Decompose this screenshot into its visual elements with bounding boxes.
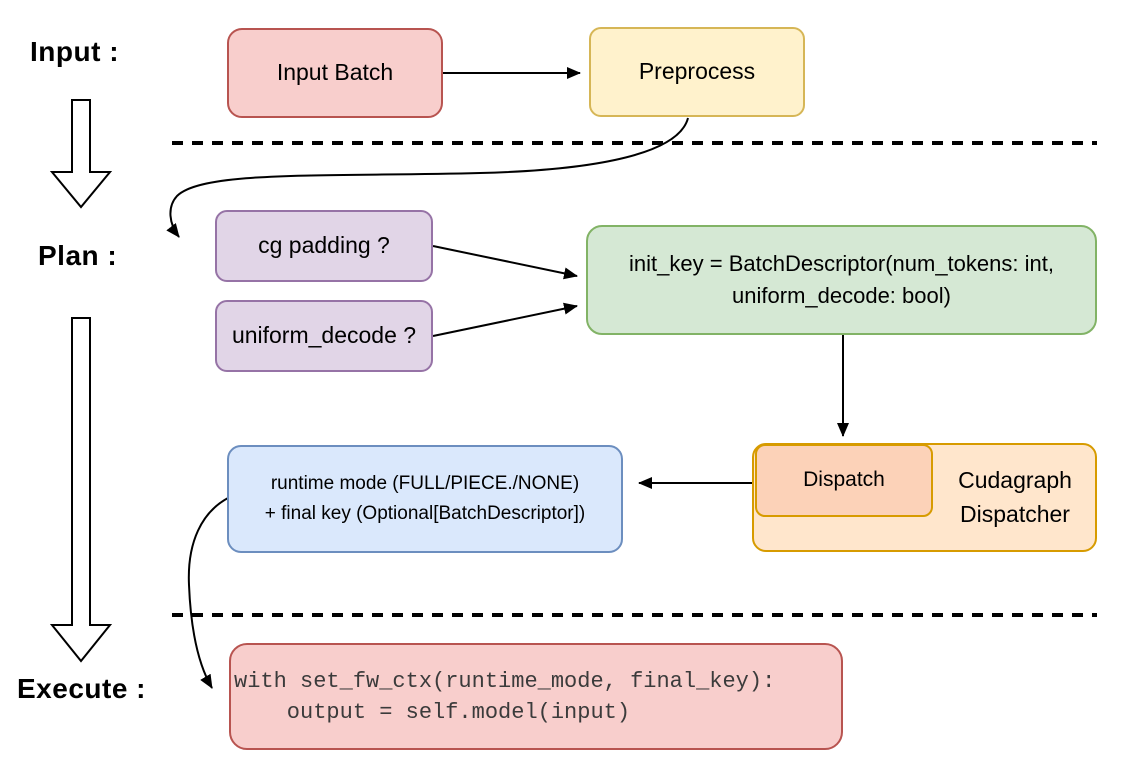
node-dispatch: Dispatch <box>755 444 933 517</box>
node-input-batch: Input Batch <box>227 28 443 118</box>
node-preprocess: Preprocess <box>589 27 805 117</box>
node-dispatch-label: Dispatch <box>803 468 885 492</box>
node-runtime-mode: runtime mode (FULL/PIECE./NONE) + final … <box>227 445 623 553</box>
node-init-key-line1: init_key = BatchDescriptor(num_tokens: i… <box>629 251 1054 277</box>
connector-preprocess-cgpadding <box>166 117 689 238</box>
node-uniform-decode: uniform_decode ? <box>215 300 433 372</box>
node-input-batch-label: Input Batch <box>276 59 394 86</box>
stage-arrow-input-to-plan-icon <box>49 99 113 209</box>
node-cg-padding-label: cg padding ? <box>258 232 390 259</box>
connector-cgpadding-initkey <box>432 245 578 280</box>
connector-uniformdecode-initkey <box>432 302 578 337</box>
connector-runtimemode-executecode <box>187 497 229 689</box>
node-execute-code: with set_fw_ctx(runtime_mode, final_key)… <box>229 643 843 750</box>
node-runtime-mode-line1: runtime mode (FULL/PIECE./NONE) <box>270 472 580 494</box>
node-runtime-mode-line2: + final key (Optional[BatchDescriptor]) <box>264 503 586 524</box>
node-init-key: init_key = BatchDescriptor(num_tokens: i… <box>586 225 1097 335</box>
stage-label-input: Input : <box>30 36 120 67</box>
stage-label-plan: Plan : <box>38 240 118 271</box>
cudagraph-label-line2: Dispatcher <box>960 500 1070 527</box>
execute-code-line2: output = self.model(input) <box>234 699 631 725</box>
stage-arrow-plan-to-execute-icon <box>49 317 113 663</box>
node-cudagraph-dispatcher-label: Cudagraph Dispatcher <box>933 443 1097 552</box>
node-preprocess-label: Preprocess <box>638 58 756 85</box>
cudagraph-label-line1: Cudagraph <box>958 467 1072 494</box>
stage-label-execute: Execute : <box>17 673 146 704</box>
node-init-key-line2: uniform_decode: bool) <box>732 283 951 308</box>
node-cg-padding: cg padding ? <box>215 210 433 282</box>
execute-code-line1: with set_fw_ctx(runtime_mode, final_key)… <box>234 668 776 694</box>
node-uniform-decode-label: uniform_decode ? <box>231 322 417 349</box>
